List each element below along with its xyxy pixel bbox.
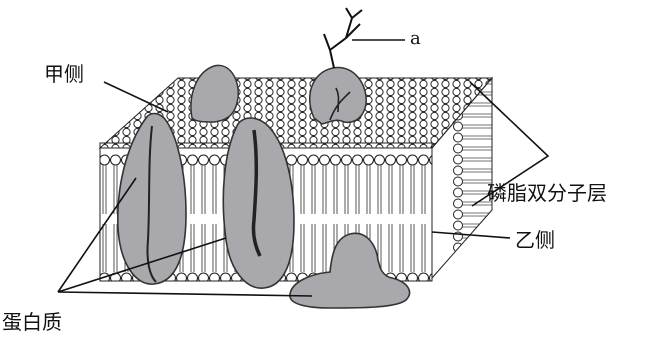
label-a: a: [410, 30, 421, 48]
glycoprotein: [310, 8, 366, 124]
sugar-chain: [324, 8, 362, 68]
label-side-a: 甲侧: [44, 64, 84, 84]
label-protein: 蛋白质: [2, 312, 62, 332]
leader-protein-3: [58, 292, 312, 296]
peripheral-protein-top: [191, 65, 238, 122]
label-side-b: 乙侧: [515, 230, 555, 250]
label-phospholipid-bilayer: 磷脂双分子层: [487, 183, 607, 203]
